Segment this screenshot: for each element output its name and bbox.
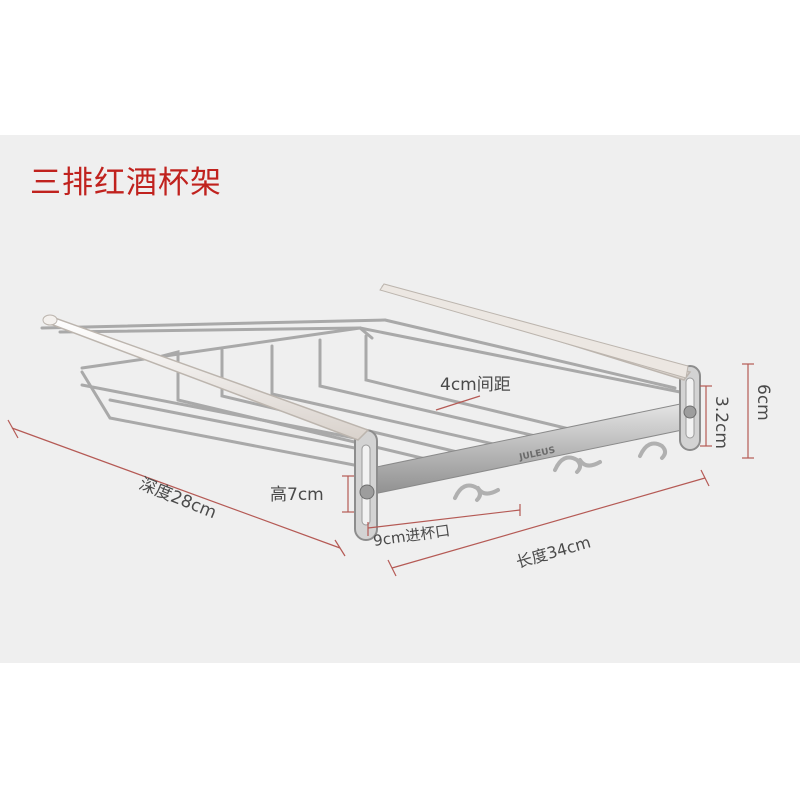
label-length: 长度34cm	[514, 532, 593, 571]
label-slot-height: 3.2cm	[711, 396, 731, 449]
rack-frame	[40, 318, 692, 472]
glass-hooks	[453, 441, 667, 502]
dimension-lines	[7, 363, 754, 577]
mounting-tubes	[42, 283, 692, 441]
product-title: 三排红酒杯架	[30, 165, 222, 201]
label-height: 高7cm	[270, 485, 324, 505]
left-bracket	[354, 429, 378, 541]
label-depth: 深度28cm	[136, 474, 219, 523]
label-spacing: 4cm间距	[440, 375, 511, 395]
label-total-height: 6cm	[753, 384, 773, 421]
right-bracket	[679, 365, 701, 451]
background-panel	[0, 135, 800, 663]
